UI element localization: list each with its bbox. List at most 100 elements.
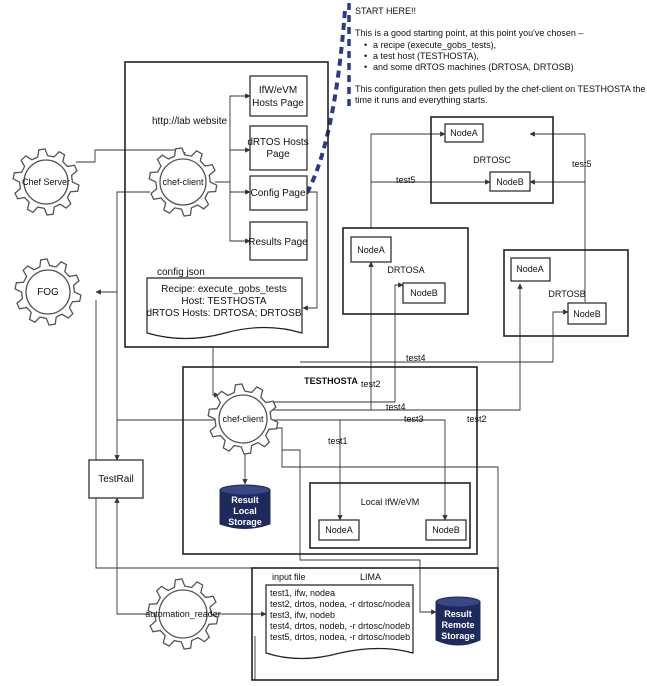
results-page-label: Results Page [248, 237, 308, 248]
gear-automation-reader[interactable]: automation_reader [145, 578, 221, 650]
lab-website-box: http://lab website IfW/eVM Hosts Page dR… [124, 61, 329, 348]
test5-label: test5 [396, 175, 416, 185]
host-to-remote-storage-line [282, 449, 437, 615]
connectors [76, 93, 586, 681]
local-nodeb-label: NodeB [432, 525, 460, 535]
gear-chef-server[interactable]: Chef Server [12, 148, 80, 216]
drtosa-nodeb[interactable] [402, 282, 446, 304]
testrail-border [88, 459, 144, 499]
local-storage-cylinder-icon [219, 489, 271, 529]
callout-title: START HERE!! [355, 6, 416, 16]
callout-bullet-mark: • [364, 62, 367, 72]
chef-to-results-page-line [229, 182, 251, 244]
test5-label: test5 [572, 159, 592, 169]
config-page[interactable] [249, 175, 308, 211]
local-storage[interactable]: Result Local Storage [219, 484, 271, 529]
input-file-document [265, 584, 414, 660]
gear-fog[interactable]: FOG [14, 258, 82, 326]
lab-website-title: http://lab website [152, 116, 227, 127]
local-nodea[interactable] [318, 519, 360, 541]
drtosa-border [342, 227, 469, 315]
local-ifw-evm-title: Local IfW/eVM [361, 497, 420, 507]
input-file-line: test1, ifw, nodea [270, 588, 335, 598]
chef-client-host-gear-hub [218, 394, 268, 444]
gear-chef-client-lab[interactable]: chef-client [148, 147, 218, 217]
test2-label: test2 [361, 379, 381, 389]
local-nodeb[interactable] [425, 519, 467, 541]
input-file-line: test4, drtos, nodeb, -r drtosc/nodeb [270, 621, 410, 631]
ifw-hosts-page-label: IfW/eVM [259, 85, 297, 96]
test-labels: test1 test2 test2 test3 test4 test4 test… [328, 159, 592, 446]
fog-label: FOG [37, 287, 59, 298]
callout-outro-line: This configuration then gets pulled by t… [355, 84, 647, 94]
config-page-to-json-line [302, 191, 318, 311]
start-here-callout: START HERE!! This is a good starting poi… [305, 3, 647, 194]
test2-line-b [371, 283, 523, 411]
chef-client-host-label: chef-client [222, 414, 264, 424]
lab-website-border [124, 61, 329, 348]
drtosa-box: NodeA DRTOSA NodeB [342, 227, 469, 315]
remote-storage-cylinder-icon [435, 601, 481, 646]
json-to-host-chef-line [212, 348, 220, 398]
config-json-label: config json [157, 267, 205, 278]
drtosb-box: NodeA DRTOSB NodeB [503, 249, 629, 337]
gear-chef-client-host[interactable]: chef-client [207, 383, 279, 455]
drtosa-nodea[interactable] [350, 236, 392, 263]
remote-storage[interactable]: Result Remote Storage [435, 596, 481, 646]
test3-line [340, 419, 448, 521]
chef-server-label: Chef Server [22, 177, 70, 187]
chef-client-lab-label: chef-client [162, 177, 204, 187]
drtosa-nodea-label: NodeA [357, 245, 385, 255]
test1-line [270, 419, 343, 521]
callout-bullet-mark: • [364, 40, 367, 50]
remote-storage-label: Result [444, 609, 472, 619]
callout-bullet-mark: • [364, 51, 367, 61]
drtosb-border [503, 249, 629, 337]
callout-bullet: a test host (TESTHOSTA), [373, 51, 479, 61]
testrail-label: TestRail [98, 474, 134, 485]
input-file-label: input file [272, 572, 306, 582]
chef-client-lab-gear-hub [159, 158, 207, 206]
test2-label: test2 [467, 414, 487, 424]
drtosb-nodeb-label: NodeB [573, 309, 601, 319]
ifw-hosts-page-label: Hosts Page [252, 98, 304, 109]
input-file-line: test3, ifw, nodeb [270, 610, 335, 620]
lima-box: LIMA input file test1, ifw, nodea test2,… [251, 567, 499, 681]
ifw-hosts-page[interactable] [249, 75, 308, 117]
drtosb-nodea[interactable] [510, 257, 551, 282]
drtosc-title: DRTOSC [473, 155, 511, 165]
test4-line-b [300, 309, 569, 363]
drtosb-nodeb[interactable] [567, 302, 607, 325]
config-json-document [146, 277, 303, 340]
results-page[interactable] [249, 221, 308, 261]
drtosc-nodea[interactable] [444, 123, 484, 143]
test3-label: test3 [404, 414, 424, 424]
chef-server-gear-hub [23, 159, 69, 205]
callout-intro: This is a good starting point, at this p… [355, 28, 583, 38]
callout-bullet: and some dRTOS machines (DRTOSA, DRTOSB) [373, 62, 574, 72]
drtosa-title: DRTOSA [387, 265, 424, 275]
testhosta-box: TESTHOSTA Result Local Storage Local IfW… [182, 366, 478, 555]
test4-label: test4 [386, 402, 406, 412]
config-json-line: Recipe: execute_gobs_tests [161, 284, 287, 295]
callout-outro-line: time it runs and everything starts. [355, 95, 488, 105]
local-ifw-evm-border [309, 482, 471, 549]
lab-chef-to-host-line [116, 191, 241, 421]
automation-reader-gear-hub [158, 589, 208, 639]
test1-label: test1 [328, 436, 348, 446]
testhosta-border [182, 366, 478, 555]
drtosb-title: DRTOSB [548, 289, 585, 299]
drtosc-nodeb-label: NodeB [496, 177, 524, 187]
reader-to-testrail-line [114, 497, 150, 615]
input-file-line: test2, drtos, nodea, -r drtosc/nodea [270, 599, 410, 609]
drtosc-border [430, 116, 554, 204]
drtos-hosts-page[interactable] [249, 125, 308, 171]
drtosa-to-drtosc-nodea-line [370, 131, 446, 228]
config-page-label: Config Page [250, 188, 305, 199]
remote-storage-label: Remote [441, 620, 474, 630]
local-storage-label: Storage [228, 517, 262, 527]
callout-connector [305, 9, 347, 194]
drtosc-nodeb[interactable] [489, 171, 531, 192]
testrail-box[interactable]: TestRail [88, 459, 144, 499]
